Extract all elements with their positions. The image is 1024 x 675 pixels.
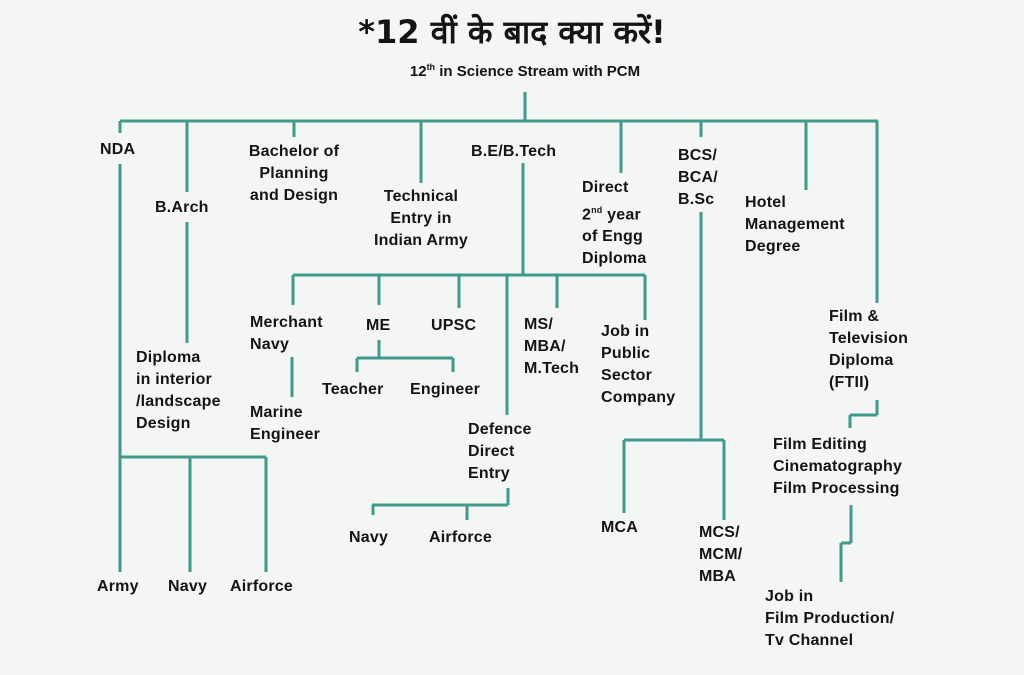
connector-film: [839, 121, 879, 582]
connector-betech: [291, 163, 647, 415]
node-army: Army: [97, 578, 139, 595]
node-sup: nd: [591, 205, 603, 215]
root-node: 12th in Science Stream with PCM: [410, 62, 640, 80]
connector-me: [355, 340, 455, 372]
root-text: 12: [409, 63, 427, 80]
node-barch: B.Arch: [155, 199, 209, 216]
node-film-diploma: Film & Television Diploma (FTII): [829, 308, 909, 391]
node-direct-2nd-year: Direct 2nd year of Engg Diploma: [582, 177, 647, 270]
node-bcs: BCS/ BCA/ B.Sc: [678, 147, 718, 208]
node-defence-airforce: Airforce: [429, 529, 492, 546]
page-title: *12 वीं के बाद क्या करें!: [358, 13, 666, 51]
node-nda-navy: Navy: [168, 578, 208, 595]
root-sup: th: [426, 62, 436, 72]
node-hotel: Hotel Management Degree: [745, 194, 845, 255]
node-me: ME: [366, 317, 391, 334]
connector-nda: [118, 121, 268, 572]
node-film-job: Job in Film Production/ Tv Channel: [765, 588, 895, 649]
node-teacher: Teacher: [322, 381, 384, 398]
node-nda: NDA: [100, 141, 136, 158]
node-mca: MCA: [601, 519, 639, 536]
connector-root: [120, 92, 878, 123]
node-defence-navy: Navy: [349, 529, 389, 546]
node-marine-engineer: Marine Engineer: [250, 404, 321, 443]
node-mcs: MCS/ MCM/ MBA: [699, 524, 743, 585]
node-text-rest: year of Engg Diploma: [582, 206, 647, 268]
node-planning: Bachelor of Planning and Design: [248, 143, 340, 204]
root-text-rest: in Science Stream with PCM: [435, 63, 641, 80]
node-defence: Defence Direct Entry: [468, 421, 532, 482]
node-film-editing: Film Editing Cinematography Film Process…: [773, 436, 903, 497]
node-nda-airforce: Airforce: [230, 578, 293, 595]
node-merchant-navy: Merchant Navy: [250, 314, 323, 353]
node-diploma-interior: Diploma in interior /landscape Design: [136, 349, 221, 432]
node-engineer: Engineer: [410, 381, 481, 398]
node-ms: MS/ MBA/ M.Tech: [524, 316, 580, 377]
connector-defence: [371, 488, 510, 520]
connector-bcs: [622, 121, 726, 520]
node-upsc: UPSC: [431, 317, 477, 334]
node-betech: B.E/B.Tech: [471, 143, 557, 160]
node-technical: Technical Entry in Indian Army: [373, 188, 469, 249]
node-text: Direct 2: [582, 179, 629, 224]
node-psu: Job in Public Sector Company: [601, 323, 676, 406]
